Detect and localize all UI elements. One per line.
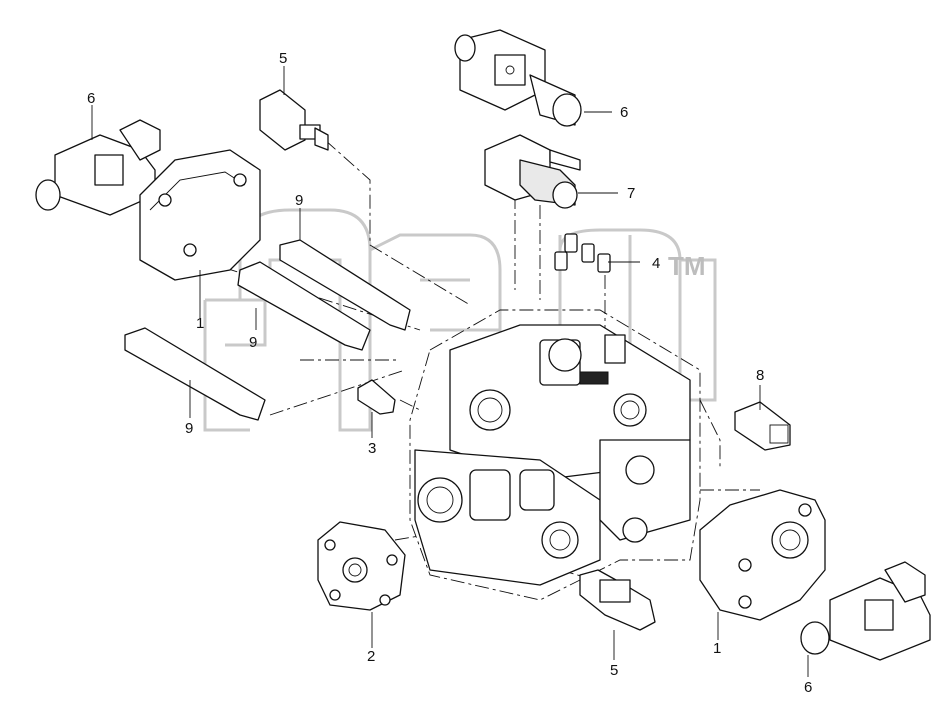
valve-block: [409, 309, 701, 601]
callout-6-left: 6: [87, 90, 95, 107]
callout-6-top: 6: [620, 104, 628, 121]
leader-lines: [91, 66, 809, 677]
relief-valve-8: [734, 401, 791, 451]
callout-9-top: 9: [295, 192, 303, 209]
fittings: [554, 233, 611, 273]
callout-1-right: 1: [713, 640, 721, 657]
callout-9-mid: 9: [249, 334, 257, 351]
spools: [124, 239, 411, 421]
sensor-3: [357, 379, 396, 415]
callout-1-left: 1: [196, 315, 204, 332]
cover-right: [699, 489, 826, 621]
callout-4: 4: [652, 255, 660, 272]
sensor-bottom: [579, 569, 656, 631]
callout-8: 8: [756, 367, 764, 384]
pump-cover-2: [317, 521, 406, 611]
callout-7: 7: [627, 185, 635, 202]
callout-6-bottom: 6: [804, 679, 812, 696]
callout-5-top: 5: [279, 50, 287, 67]
callout-9-bottom: 9: [185, 420, 193, 437]
callout-2: 2: [367, 648, 375, 665]
solenoid-valve-top: [454, 29, 582, 127]
solenoid-valve-bottom: [800, 561, 931, 661]
callouts: 6 5 6 7 4 9 1 9 9 3 8 2 5 1 6: [87, 50, 812, 696]
callout-5-bottom: 5: [610, 662, 618, 679]
callout-3: 3: [368, 440, 376, 457]
trademark-mark: TM: [668, 251, 706, 281]
cover-left: [139, 149, 261, 281]
solenoid-valve-7: [484, 134, 581, 209]
sensor-top: [259, 89, 329, 151]
